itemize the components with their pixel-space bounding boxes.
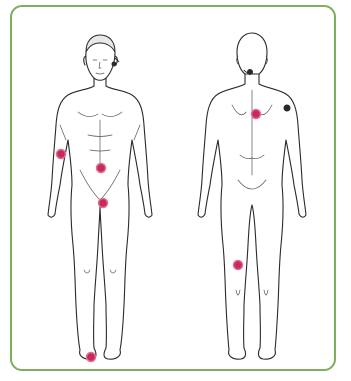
back-figure bbox=[198, 33, 306, 359]
front-groin-marker bbox=[99, 199, 108, 208]
back-left-calf-marker bbox=[234, 261, 243, 270]
markers-layer bbox=[57, 110, 261, 362]
front-right-forearm-marker bbox=[57, 150, 66, 159]
back-upper-back-marker bbox=[252, 110, 261, 119]
front-figure bbox=[48, 35, 152, 359]
front-left-foot-marker bbox=[87, 353, 96, 362]
front-abdomen-marker bbox=[97, 164, 106, 173]
